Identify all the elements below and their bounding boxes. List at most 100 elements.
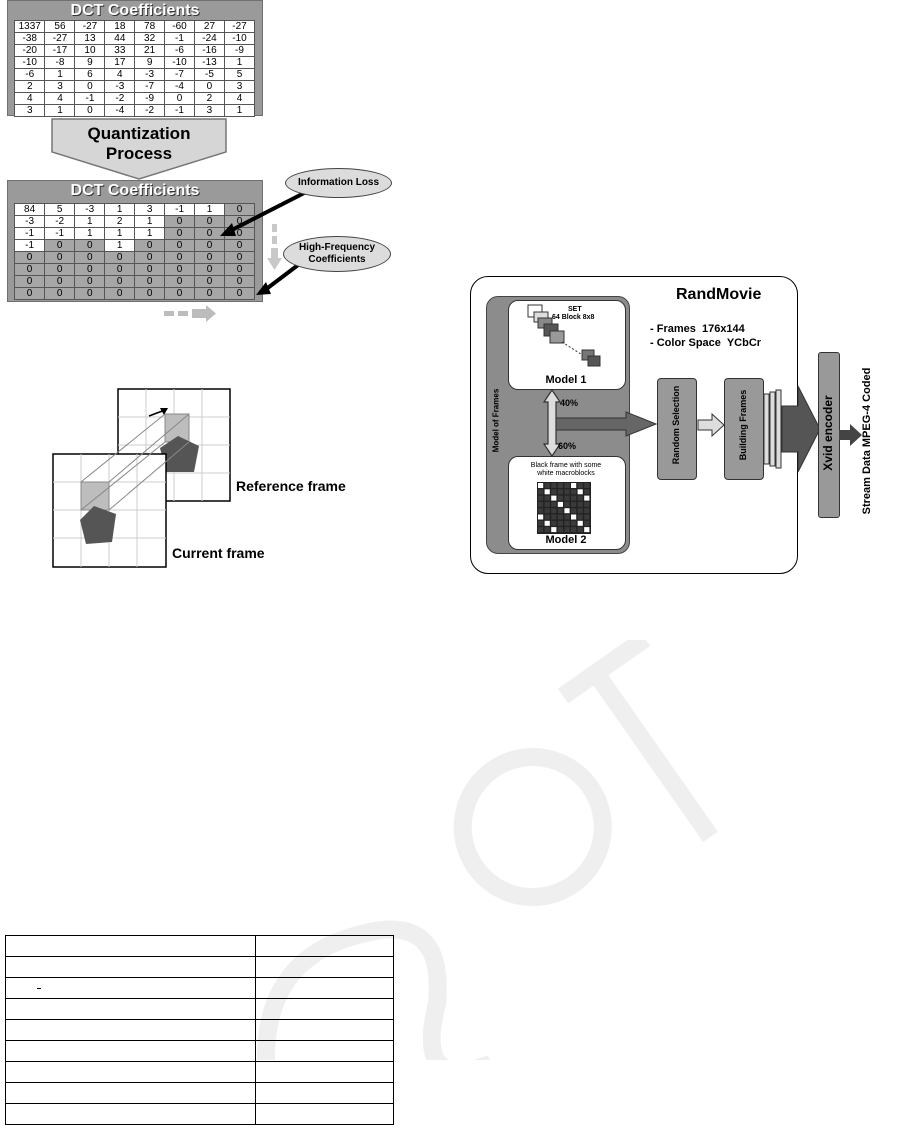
pct-40-label: 40%	[560, 398, 579, 408]
black-macroblock	[571, 501, 577, 507]
black-macroblock	[571, 508, 577, 514]
grid-cell: 44	[104, 32, 136, 45]
grid-cell: -6	[163, 44, 195, 57]
black-macroblock	[538, 489, 544, 495]
grid-cell: 0	[194, 227, 226, 240]
quantization-label: Quantization Process	[44, 124, 234, 164]
grid-cell: 18	[104, 20, 136, 33]
black-macroblock	[571, 520, 577, 526]
grid-cell: -27	[44, 32, 76, 45]
random-selection-box	[657, 378, 697, 480]
grid-cell: 0	[164, 287, 196, 300]
grid-cell: 9	[134, 56, 165, 69]
grid-cell: -1	[163, 104, 195, 117]
grid-cell: 32	[134, 32, 165, 45]
black-macroblock	[538, 501, 544, 507]
grid-cell: 0	[134, 263, 166, 276]
randmovie-spec-frames: - Frames 176x144	[650, 323, 745, 335]
white-macroblock	[571, 483, 577, 488]
table-cell	[4, 1019, 257, 1041]
table-mark	[37, 988, 41, 989]
grid-cell: 0	[224, 203, 255, 216]
white-macroblock	[577, 520, 583, 526]
current-frame-label: Current frame	[172, 545, 265, 561]
model-choice-arrows	[542, 388, 658, 458]
pct-60-label: 60%	[558, 441, 577, 451]
grid-cell: 0	[164, 239, 196, 252]
grid-cell: 2	[193, 92, 225, 105]
black-macroblock	[544, 514, 550, 520]
grid-cell: 3	[13, 104, 46, 117]
table-row	[4, 1019, 394, 1041]
grid-cell: 0	[44, 275, 76, 288]
black-macroblock	[557, 508, 563, 514]
black-macroblock	[584, 508, 590, 514]
grid-cell: 0	[164, 215, 196, 228]
grid-cell: 0	[193, 80, 225, 93]
grid-cell: 33	[104, 44, 136, 57]
black-macroblock	[564, 520, 570, 526]
black-macroblock	[564, 495, 570, 501]
grid-cell: -3	[134, 68, 165, 81]
table-row	[4, 977, 394, 999]
model1-blocks	[527, 304, 601, 367]
black-macroblock	[564, 489, 570, 495]
grid-cell: 9	[74, 56, 106, 69]
table-row	[4, 1082, 394, 1104]
info-loss-label: Information Loss	[297, 177, 380, 188]
grid-cell: 0	[194, 275, 226, 288]
black-macroblock	[557, 514, 563, 520]
grid-cell: -4	[163, 80, 195, 93]
grid-cell: -10	[223, 32, 256, 45]
table-cell	[255, 935, 394, 957]
black-macroblock	[584, 514, 590, 520]
building-frames-box	[724, 378, 764, 480]
grid-cell: -8	[44, 56, 76, 69]
grid-cell: 3	[44, 80, 76, 93]
black-macroblock	[584, 520, 590, 526]
black-macroblock	[551, 520, 557, 526]
encoder-output-arrow	[839, 424, 862, 446]
grid-cell: 1	[44, 104, 76, 117]
white-macroblock	[571, 514, 577, 520]
reference-frame-label: Reference frame	[236, 478, 346, 494]
grid-cell: 0	[74, 263, 106, 276]
grid-cell: 17	[104, 56, 136, 69]
black-macroblock	[544, 508, 550, 514]
table-cell	[255, 1103, 394, 1125]
grid-cell: 0	[163, 92, 195, 105]
black-macroblock	[544, 483, 550, 488]
table-cell	[255, 1061, 394, 1083]
grid-cell: 21	[134, 44, 165, 57]
xvid-encoder-label: Xvid encoder	[821, 395, 835, 471]
grid-cell: 0	[74, 275, 106, 288]
table-row	[4, 998, 394, 1020]
black-macroblock	[538, 520, 544, 526]
black-macroblock	[577, 527, 583, 533]
table-row	[4, 1103, 394, 1125]
grid-cell: 5	[223, 68, 256, 81]
black-macroblock	[551, 508, 557, 514]
white-macroblock	[538, 514, 544, 520]
white-macroblock	[584, 495, 590, 501]
table-cell	[255, 1019, 394, 1041]
grid-cell: 4	[104, 68, 136, 81]
table-cell	[4, 1061, 257, 1083]
table-row	[4, 956, 394, 978]
table-row	[4, 935, 394, 957]
set-label-2: 64 Block 8x8	[552, 314, 595, 321]
grid-cell: 4	[13, 92, 46, 105]
black-macroblock	[538, 495, 544, 501]
table-cell	[4, 935, 257, 957]
model2-label: Model 2	[545, 534, 587, 546]
frames-to-encoder-arrow	[763, 385, 821, 473]
grid-cell: -7	[163, 68, 195, 81]
black-macroblock	[557, 489, 563, 495]
grid-cell: 3	[193, 104, 225, 117]
